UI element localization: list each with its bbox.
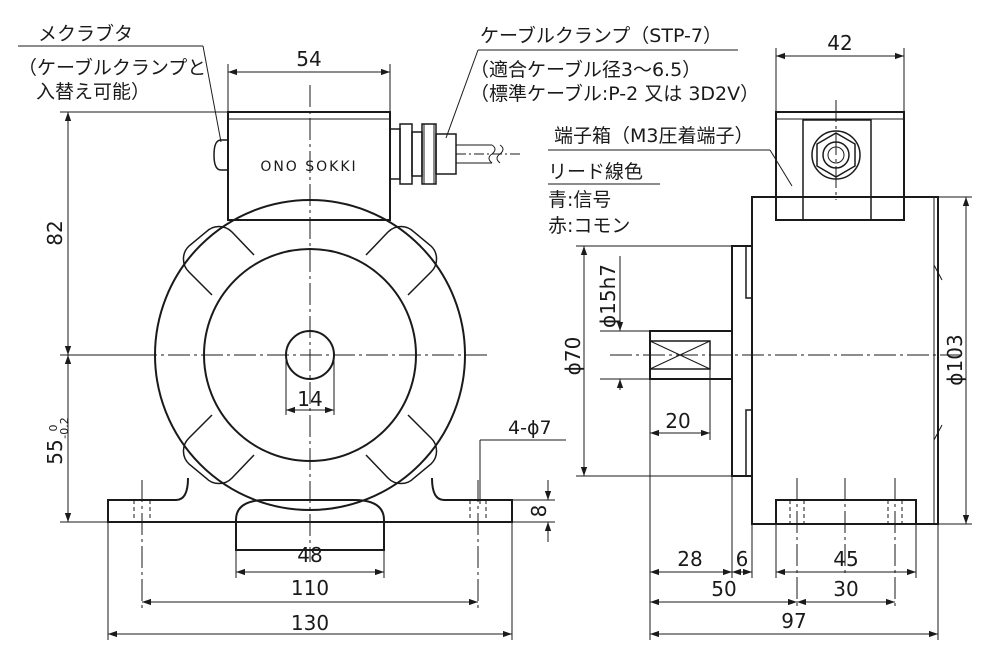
dim-110: 110 bbox=[291, 576, 329, 600]
side-terminal-box bbox=[775, 111, 905, 221]
front-view: ONO SOKKI bbox=[18, 45, 738, 640]
dim-82: 82 bbox=[43, 220, 67, 245]
dim-20: 20 bbox=[665, 409, 690, 433]
dim-103: ϕ103 bbox=[943, 334, 967, 385]
dim-30: 30 bbox=[833, 577, 858, 601]
dim-130: 130 bbox=[291, 611, 329, 635]
dim-50: 50 bbox=[711, 577, 736, 601]
label-lead-blue: 青:信号 bbox=[548, 189, 611, 211]
blank-plug bbox=[213, 139, 228, 171]
dim-15h7: ϕ15h7 bbox=[596, 264, 620, 328]
tol-lower: -0.2 bbox=[58, 417, 71, 438]
dim-28: 28 bbox=[677, 547, 702, 571]
label-lead-color: リード線色 bbox=[548, 161, 643, 183]
boss bbox=[235, 499, 385, 551]
dim-42: 42 bbox=[827, 31, 852, 55]
label-nameplate-note-2: 入替え可能） bbox=[36, 81, 150, 103]
dim-54: 54 bbox=[296, 47, 321, 71]
dim-6: 6 bbox=[736, 547, 749, 571]
brand-label: ONO SOKKI bbox=[260, 159, 357, 175]
label-clamp-note-2: （標準ケーブル:P-2 又は 3D2V） bbox=[470, 82, 759, 105]
dim-97: 97 bbox=[781, 609, 806, 633]
tol-upper: 0 bbox=[47, 425, 60, 432]
dim-55: 55 bbox=[43, 439, 67, 464]
label-terminal-box: 端子箱（M3圧着端子） bbox=[554, 125, 753, 147]
label-clamp: ケーブルクランプ（STP-7） bbox=[480, 24, 722, 47]
side-body bbox=[751, 196, 939, 525]
dim-14: 14 bbox=[297, 387, 322, 411]
side-pilot bbox=[731, 245, 753, 477]
dim-48: 48 bbox=[297, 543, 322, 567]
mount-lobes bbox=[182, 225, 438, 485]
dim-70: ϕ70 bbox=[561, 337, 585, 376]
label-nameplate-note-1: （ケーブルクランプと bbox=[18, 56, 206, 79]
label-mount-holes: 4-ϕ7 bbox=[508, 417, 552, 439]
label-nameplate: メクラブタ bbox=[38, 22, 133, 45]
label-lead-red: 赤:コモン bbox=[548, 215, 630, 237]
label-clamp-note-1: （適合ケーブル径3～6.5） bbox=[470, 58, 701, 81]
cable-clamp bbox=[389, 123, 520, 185]
dim-45: 45 bbox=[833, 547, 858, 571]
dim-8: 8 bbox=[527, 505, 551, 518]
side-view: 42 ϕ103 ϕ70 ϕ15h7 20 28 6 45 50 30 97 bbox=[548, 31, 972, 640]
side-foot bbox=[775, 499, 917, 525]
